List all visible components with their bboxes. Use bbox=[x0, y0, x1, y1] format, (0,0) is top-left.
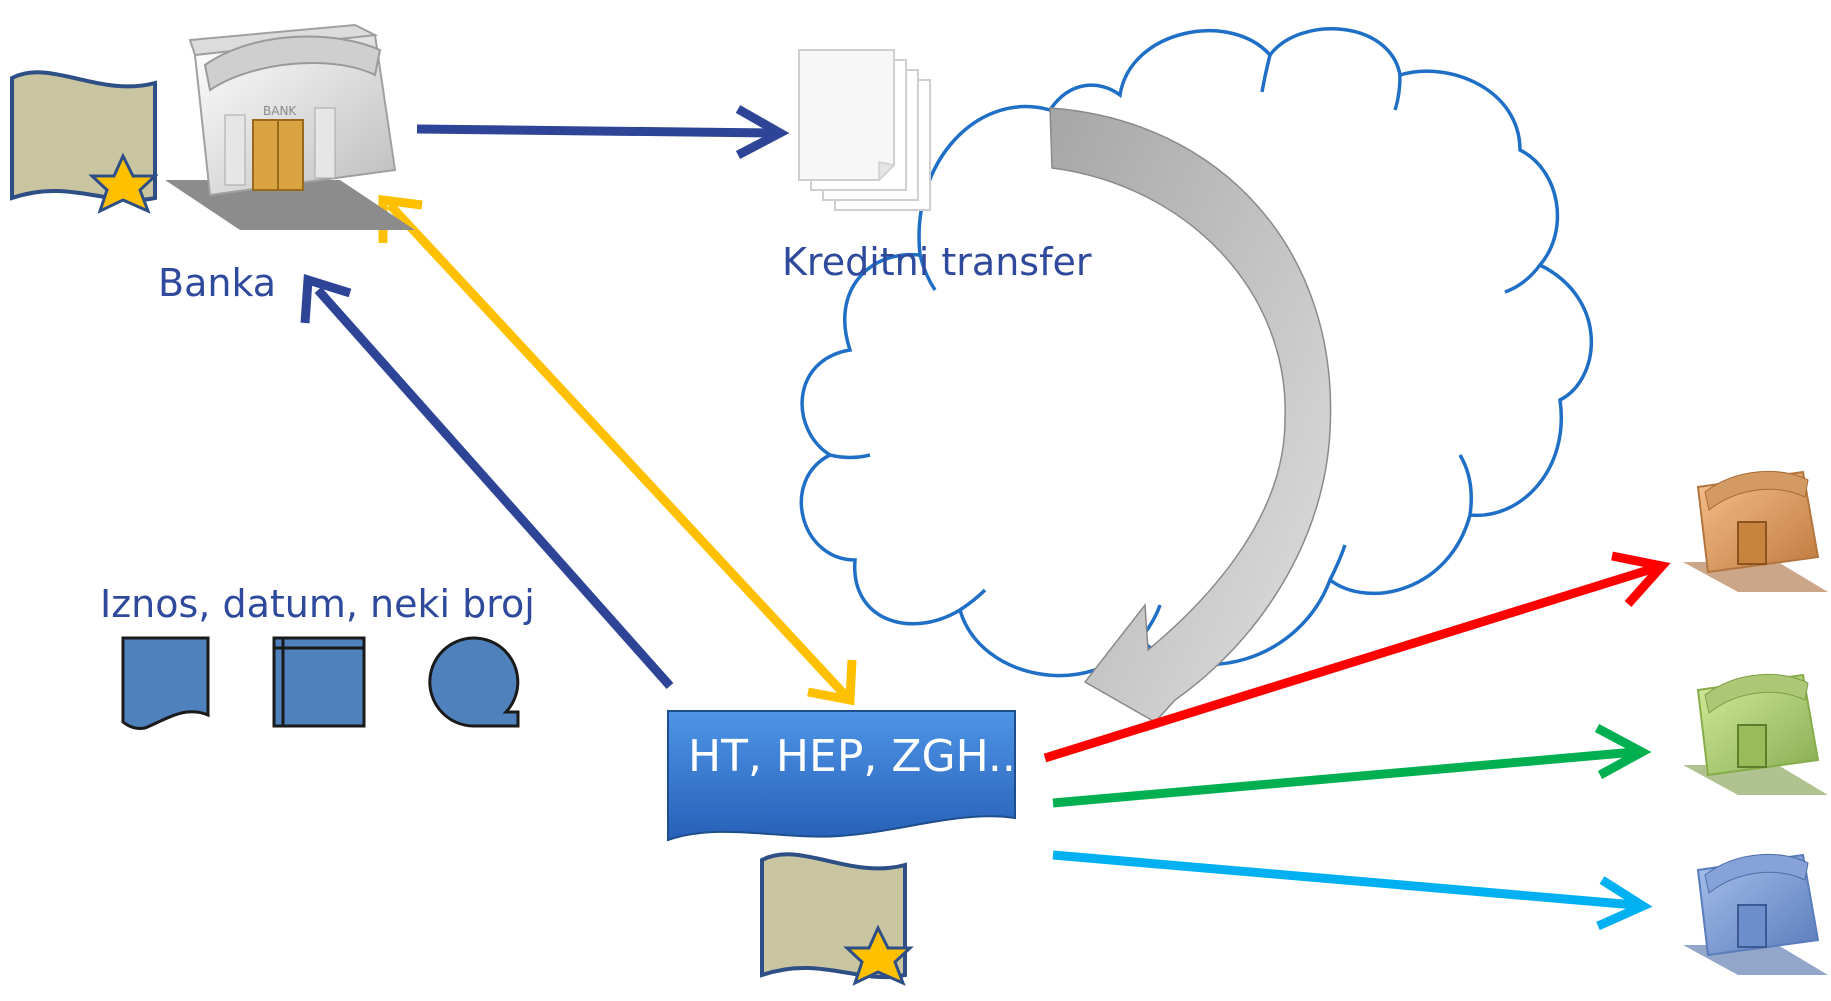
paper-stack-icon bbox=[798, 49, 931, 211]
bank-building-icon-blue bbox=[1683, 853, 1828, 975]
curved-arrow-shape bbox=[1049, 107, 1332, 723]
arrow-bank-to-transfer bbox=[416, 105, 790, 159]
bank-building-icon: BANK bbox=[165, 23, 415, 230]
sequential-storage-shape-icon bbox=[428, 636, 520, 728]
companies-box-shape bbox=[667, 710, 1016, 842]
certificate-icon bbox=[10, 70, 159, 214]
arrow-green-to-green-bank bbox=[1052, 724, 1652, 808]
internal-storage-shape-icon bbox=[272, 636, 366, 728]
cloud-icon bbox=[799, 27, 1594, 678]
document-shape-icon bbox=[121, 636, 210, 730]
bank-label: Banka bbox=[158, 261, 277, 305]
credit-transfer-label: Kreditni transfer bbox=[782, 240, 1092, 284]
fields-label: Iznos, datum, neki broj bbox=[100, 582, 535, 626]
arrow-companies-to-bank bbox=[300, 274, 674, 689]
bank-sign-text: BANK bbox=[263, 104, 297, 118]
arrow-red-to-orange-bank bbox=[1043, 551, 1671, 763]
bank-building-icon-green bbox=[1683, 673, 1828, 795]
companies-label: HT, HEP, ZGH.. bbox=[688, 731, 1016, 782]
arrow-cyan-to-blue-bank bbox=[1052, 850, 1653, 931]
certificate-icon-bottom bbox=[760, 852, 914, 986]
bank-building-icon-orange bbox=[1683, 470, 1828, 592]
